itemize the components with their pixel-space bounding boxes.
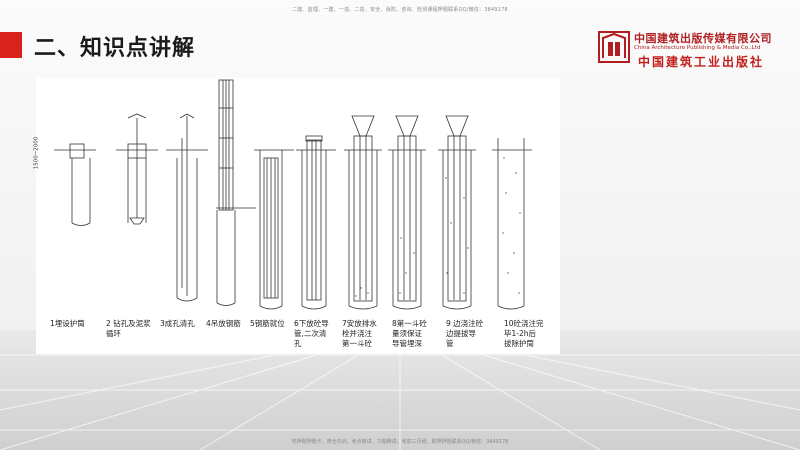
step-caption-3: 3成孔清孔: [160, 319, 195, 328]
publisher-emblem-icon: [598, 31, 630, 63]
step-caption-5: 5钢筋就位: [250, 319, 285, 328]
publisher-name-en: China Architecture Publishing & Media Co…: [634, 45, 761, 51]
step-7-hopper: [344, 115, 382, 310]
step-1-casing: [54, 143, 96, 226]
title-accent-bar: [0, 32, 22, 58]
publisher-logo: 中国建筑出版传媒有限公司 China Architecture Publishi…: [598, 30, 798, 72]
step-3-cleaning: [166, 113, 208, 302]
process-drawing: [54, 79, 532, 310]
bottom-contact-note: 包押题押题卡、类全内训、考点串讲、习题精讲、考前三页纸、助押押题联系QQ/微信：…: [291, 439, 509, 445]
bored-pile-process-diagram: 1500~2000 1埋设护筒 2 钻孔及泥浆 循环 3成孔清孔 4吊放钢筋 5…: [33, 78, 560, 354]
step-caption-4: 4吊放钢筋: [206, 319, 241, 328]
step-caption-6: 6下放砼导 管,二次清 孔: [294, 319, 329, 348]
depth-dimension-label: 1500~2000: [33, 136, 40, 170]
step-caption-8: 8第一斗砼 量须保证 导管埋深: [392, 319, 427, 348]
step-10-completed-pile: [492, 138, 532, 310]
section-title: 二、知识点讲解: [34, 36, 196, 61]
publisher-brand: 中国建筑工业出版社: [638, 55, 765, 69]
step-8-hopper: [388, 115, 426, 310]
step-6-tremie-pipe: [296, 135, 336, 310]
step-2-drilling: [116, 113, 158, 225]
step-caption-9: 9 边浇注砼 边提拔导 管: [446, 319, 484, 348]
step-5-cage-in-place: [254, 149, 294, 310]
step-caption-10: 10砼浇注完 毕1-2h后 拔除护筒: [504, 319, 544, 348]
step-caption-7: 7安放排水 栓并浇注 第一斗砼: [342, 319, 377, 348]
publisher-name-cn: 中国建筑出版传媒有限公司: [634, 32, 772, 45]
top-contact-note: 二建、监理、一建、一造、二造、安全、消防、咨询、检测课程押题联系QQ/微信：38…: [292, 7, 508, 13]
step-caption-1: 1埋设护筒: [50, 319, 85, 328]
step-9-hopper: [438, 115, 476, 310]
step-4-rebar-cage: [216, 79, 256, 306]
step-caption-2: 2 钻孔及泥浆 循环: [106, 319, 151, 338]
